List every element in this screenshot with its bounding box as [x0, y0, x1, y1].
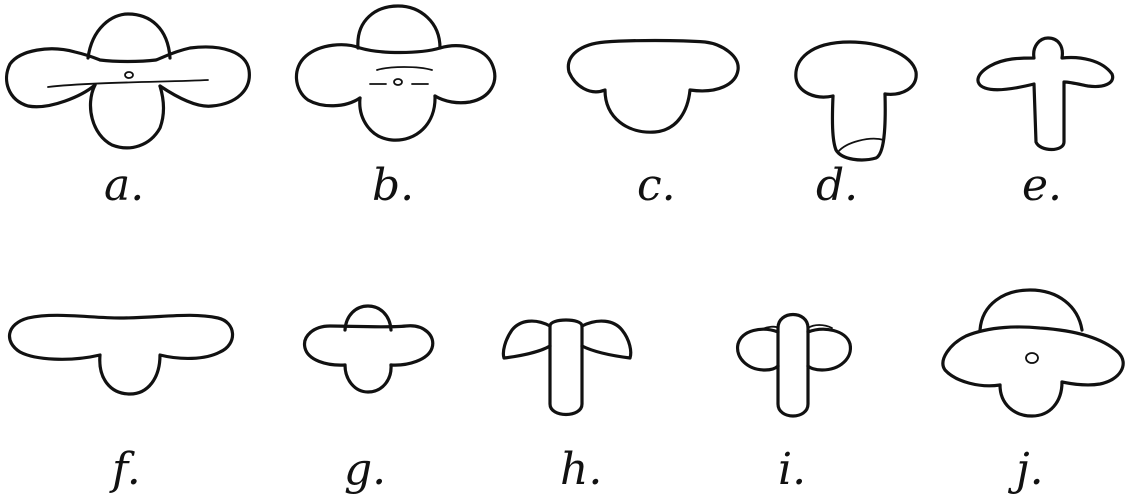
panel-j: j. [943, 290, 1123, 495]
panel-i-shape [738, 315, 851, 417]
panel-h-shape [503, 320, 630, 415]
panel-d-label: d. [816, 160, 858, 211]
panel-d: d. [796, 42, 916, 211]
panel-f-label: f. [109, 444, 141, 495]
panel-g-label: g. [344, 444, 386, 495]
panel-j-label: j. [1007, 444, 1044, 495]
panel-h-label: h. [560, 444, 602, 495]
panel-c-shape [568, 41, 738, 133]
panel-e-label: e. [1022, 160, 1062, 211]
panel-e-shape [978, 38, 1113, 150]
panel-i: i. [738, 315, 851, 496]
panel-b-label: b. [372, 160, 414, 211]
panel-b: b. [296, 6, 494, 211]
panel-f: f. [10, 315, 233, 495]
panel-c-label: c. [637, 160, 676, 211]
panel-d-shape [796, 42, 916, 160]
panel-f-shape [10, 315, 233, 394]
panel-h: h. [503, 320, 630, 495]
panel-i-label: i. [778, 444, 806, 495]
panel-j-shape [943, 290, 1123, 416]
panel-c: c. [568, 41, 738, 212]
panel-g-shape [305, 306, 433, 392]
panel-b-shape [296, 6, 494, 140]
panel-a-shape [7, 14, 250, 148]
panel-g: g. [305, 306, 433, 495]
panel-e: e. [978, 38, 1113, 211]
panel-a-label: a. [104, 160, 144, 211]
panel-a: a. [7, 14, 250, 211]
